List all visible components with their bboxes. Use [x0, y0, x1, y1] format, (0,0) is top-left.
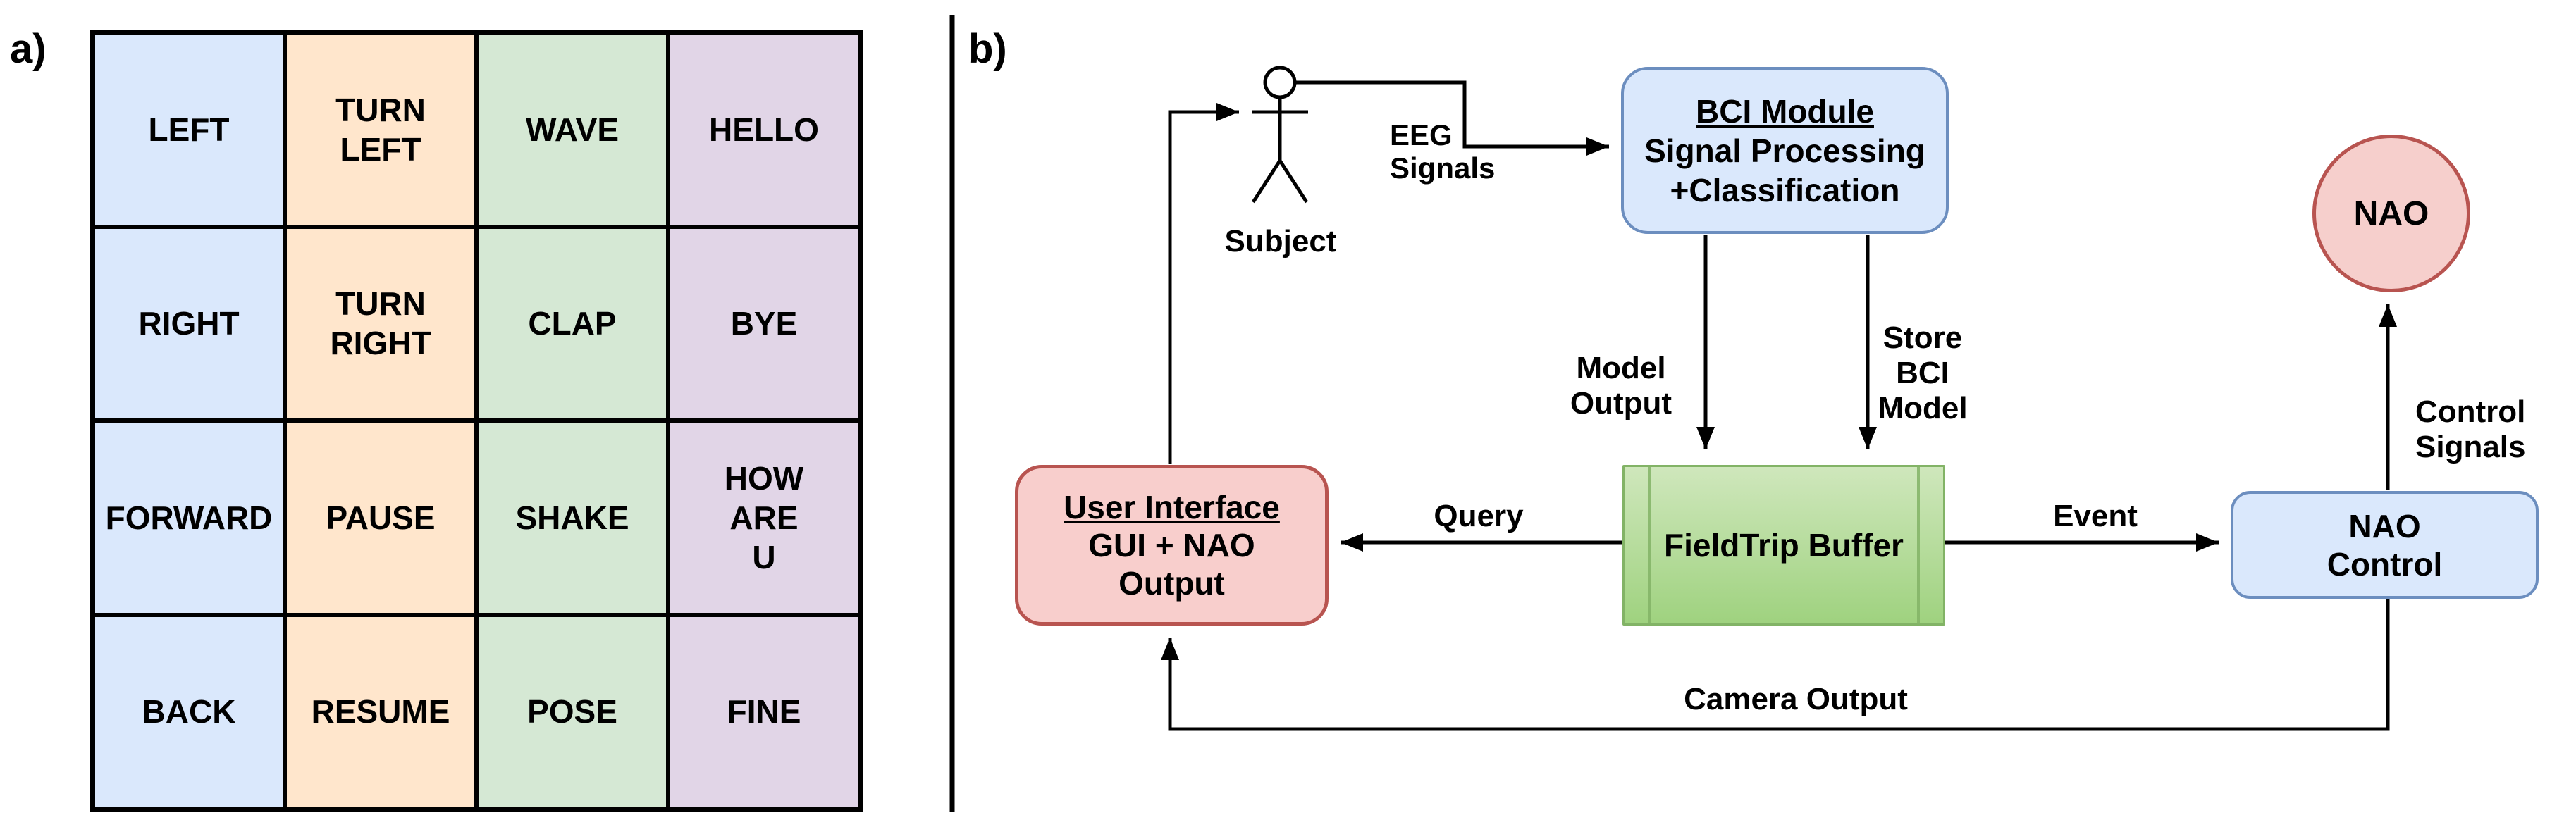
fieldtrip-inner-line-right — [1917, 467, 1920, 623]
subject-label: Subject — [1224, 224, 1337, 259]
control-signals-label: Control Signals — [2415, 394, 2526, 464]
nao-control-line1: NAO — [2348, 507, 2421, 545]
grid-cell: BACK — [95, 616, 283, 807]
fieldtrip-inner-line-left — [1648, 467, 1651, 623]
subject-stick-figure — [1251, 66, 1309, 204]
bci-module-line2: Signal Processing — [1644, 132, 1925, 169]
query-label: Query — [1434, 499, 1524, 533]
bci-module-title: BCI Module — [1696, 92, 1874, 130]
event-label: Event — [2053, 499, 2138, 533]
grid-cell: FORWARD — [95, 423, 283, 613]
grid-cell: HOW ARE U — [670, 423, 858, 613]
user-interface-line2: GUI + NAO — [1088, 527, 1255, 564]
grid-cell: TURN RIGHT — [287, 228, 474, 418]
panel-b-label: b) — [968, 26, 1007, 72]
grid-cell: CLAP — [479, 228, 666, 418]
nao-robot-node: NAO — [2312, 135, 2470, 292]
panel-a-label: a) — [10, 26, 47, 72]
user-interface-line3: Output — [1118, 565, 1225, 602]
bci-module-line3: +Classification — [1670, 171, 1900, 209]
edge-ui-to-subject — [1168, 103, 1239, 464]
grid-cell: WAVE — [479, 35, 666, 225]
edge-camera-output — [1161, 599, 2390, 731]
user-interface-node: User Interface GUI + NAO Output — [1015, 465, 1329, 626]
nao-control-node: NAO Control — [2231, 491, 2539, 599]
fieldtrip-buffer-node: FieldTrip Buffer — [1622, 465, 1945, 626]
bci-module-node: BCI Module Signal Processing +Classifica… — [1621, 67, 1949, 234]
model-output-label: Model Output — [1570, 351, 1672, 421]
store-bci-model-label: Store BCI Model — [1878, 321, 1968, 425]
fieldtrip-buffer-label: FieldTrip Buffer — [1664, 527, 1904, 564]
edge-eeg-signals — [1295, 80, 1609, 156]
grid-cell: RESUME — [287, 616, 474, 807]
grid-cell: RIGHT — [95, 228, 283, 418]
grid-cell: TURN LEFT — [287, 35, 474, 225]
grid-cell: PAUSE — [287, 423, 474, 613]
grid-cell: BYE — [670, 228, 858, 418]
nao-control-line2: Control — [2327, 545, 2443, 583]
camera-output-label: Camera Output — [1684, 682, 1908, 716]
eeg-signals-label: EEG Signals — [1390, 118, 1496, 185]
nao-robot-label: NAO — [2353, 194, 2429, 232]
stick-figure-head — [1263, 66, 1297, 99]
grid-cell: HELLO — [670, 35, 858, 225]
grid-cell: SHAKE — [479, 423, 666, 613]
grid-cell: POSE — [479, 616, 666, 807]
command-word-grid: LEFT TURN LEFT WAVE HELLO RIGHT TURN RIG… — [90, 30, 863, 812]
grid-cell: LEFT — [95, 35, 283, 225]
grid-cell: FINE — [670, 616, 858, 807]
user-interface-title: User Interface — [1064, 489, 1280, 526]
